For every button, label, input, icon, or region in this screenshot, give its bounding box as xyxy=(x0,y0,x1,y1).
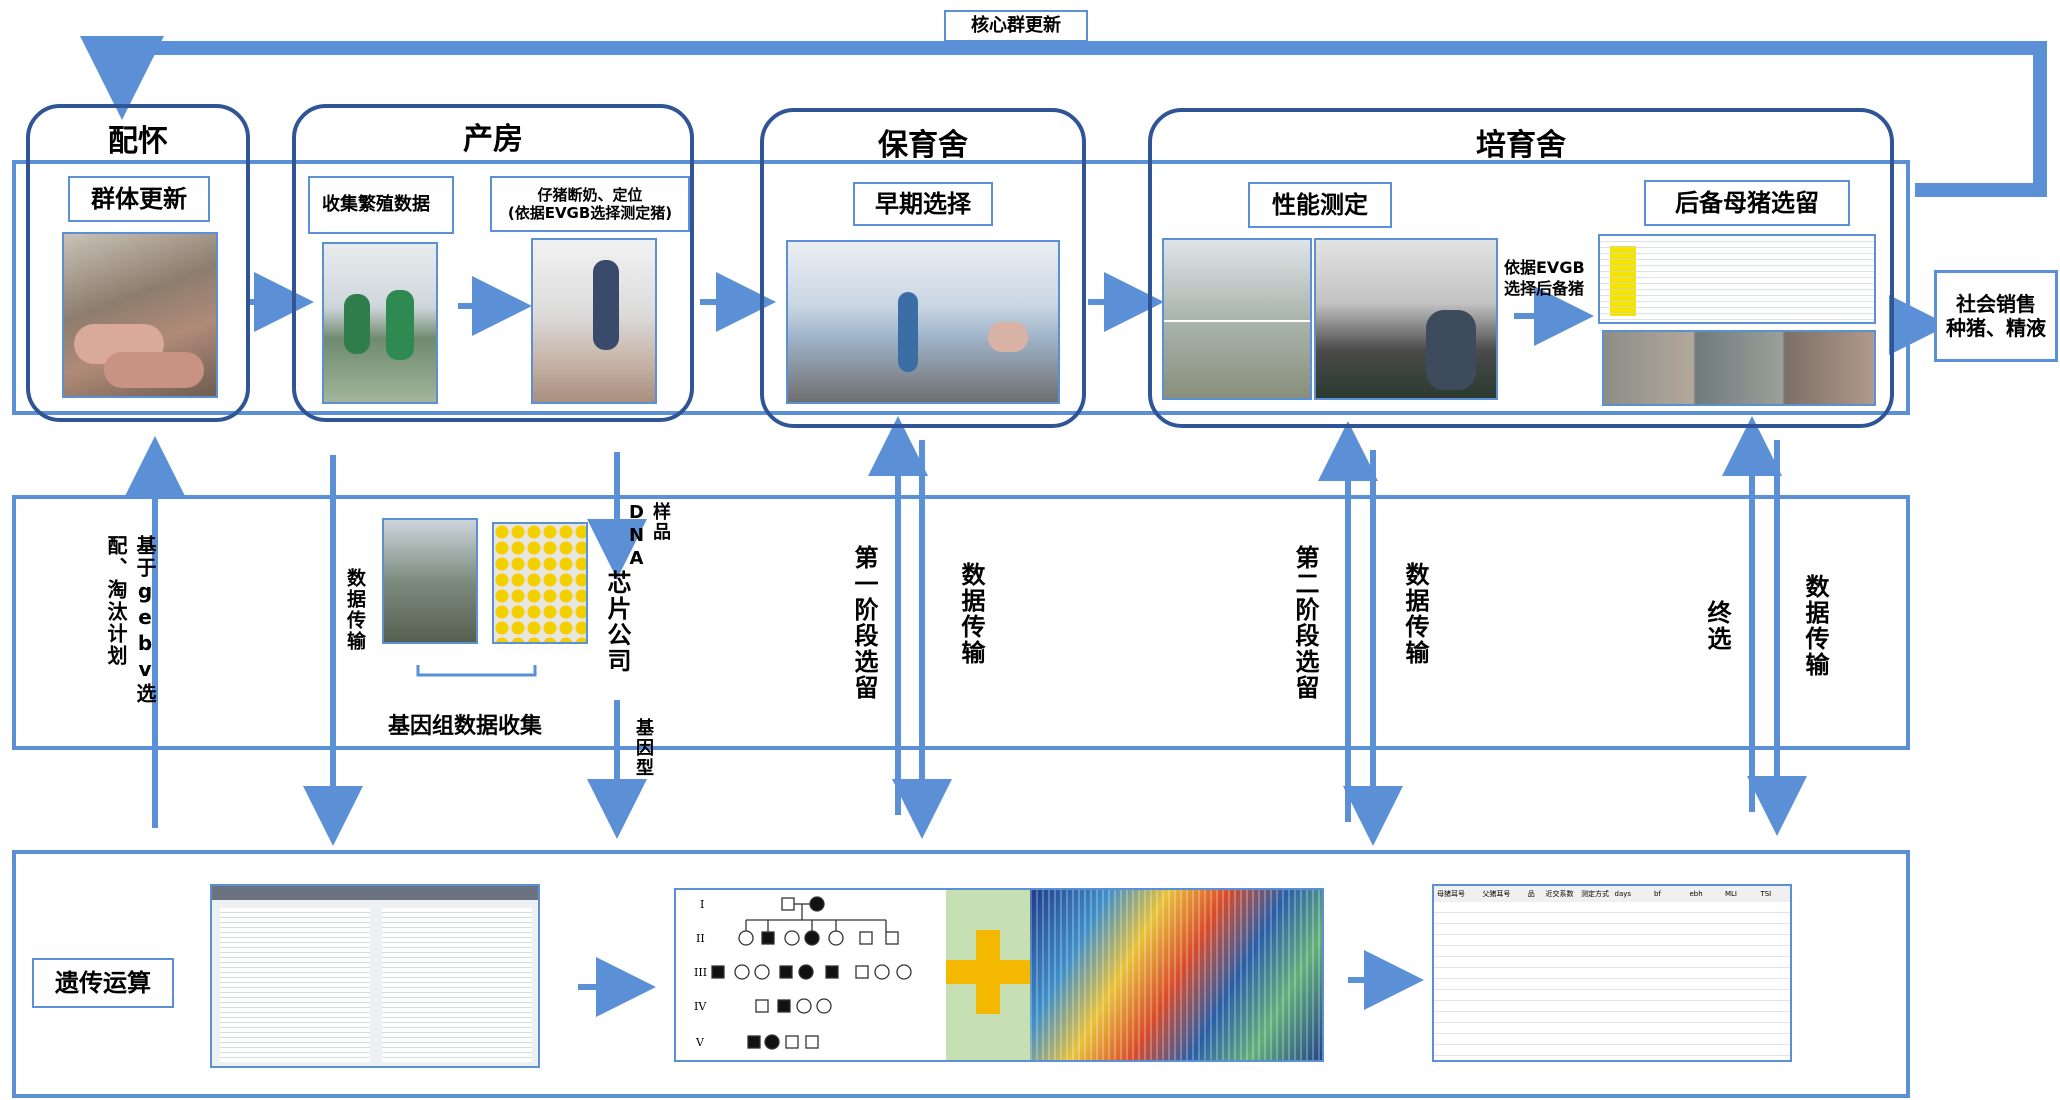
result-spreadsheet: 母猪耳号 父猪耳号 品 近交系数 测定方式 days bf ebh MLI TS… xyxy=(1432,884,1792,1062)
stage-farrowing: 产房 xyxy=(292,104,694,422)
result-col: 近交系数 xyxy=(1545,890,1574,898)
weaning-line1: 仔猪断奶、定位 xyxy=(537,186,643,204)
genotype-label: 基因型 xyxy=(633,718,654,778)
stage-farrowing-title: 产房 xyxy=(463,122,523,157)
result-header: 母猪耳号 父猪耳号 品 近交系数 测定方式 days bf ebh MLI TS… xyxy=(1434,886,1790,903)
gilt-photos xyxy=(1602,330,1876,406)
genome-heatmap xyxy=(1030,890,1322,1060)
result-col: 母猪耳号 xyxy=(1437,890,1465,898)
stage-nursery: 保育舍 xyxy=(760,108,1086,428)
breeding-data-photo xyxy=(322,242,438,404)
farm-band xyxy=(12,160,1910,415)
pedigree-genome-panel: I II III IV V xyxy=(674,888,1324,1062)
result-col: 品 xyxy=(1527,890,1535,898)
result-col: 测定方式 xyxy=(1580,890,1609,898)
gen-1: I xyxy=(700,898,704,911)
core-update-label: 核心群更新 xyxy=(944,10,1088,42)
gen-4: IV xyxy=(694,1000,707,1013)
data-transfer-label-3: 数据传输 xyxy=(1401,562,1429,666)
weaning-box: 仔猪断奶、定位 (依据EVGB选择测定猪) xyxy=(490,176,690,232)
result-col: bf xyxy=(1653,890,1661,898)
result-col: 父猪耳号 xyxy=(1482,890,1511,898)
gen-2: II xyxy=(696,932,705,945)
social-sales-line1: 社会销售 xyxy=(1956,292,2036,316)
sample-dna-label: 样品DNA xyxy=(626,502,671,571)
nursery-photo xyxy=(786,240,1060,404)
plus-icon-bar xyxy=(946,960,1030,984)
collect-breeding-box: 收集繁殖数据 xyxy=(308,176,454,234)
stage-nursery-title: 保育舍 xyxy=(878,128,968,163)
data-transfer-label-4: 数据传输 xyxy=(1801,574,1829,678)
result-col: TSI xyxy=(1760,890,1772,898)
social-sales-box: 社会销售 种猪、精液 xyxy=(1934,270,2058,362)
data-software-screenshot xyxy=(210,884,540,1068)
sampling-photo xyxy=(382,518,478,644)
result-col: MLI xyxy=(1724,890,1737,898)
data-transfer-label-2: 数据传输 xyxy=(957,562,985,666)
data-transfer-label-1: 数据传输 xyxy=(344,568,366,652)
stage1-label: 第一阶段选留 xyxy=(850,545,878,701)
final-label: 终选 xyxy=(1703,600,1731,652)
sample-tubes-photo xyxy=(492,522,588,644)
weaning-photo xyxy=(531,238,657,404)
gilt-spreadsheet xyxy=(1598,234,1876,324)
chip-company-label: 芯片公司 xyxy=(603,570,631,674)
result-col: days xyxy=(1614,890,1632,898)
stage-mating-title: 配怀 xyxy=(108,124,168,159)
gilt-select-box: 后备母猪选留 xyxy=(1644,180,1850,226)
compute-band xyxy=(12,850,1910,1098)
early-select-box: 早期选择 xyxy=(853,182,993,226)
core-update-loop-arrow xyxy=(80,36,2047,197)
pedigree-chart: I II III IV V xyxy=(694,896,912,1050)
social-sales-line2: 种猪、精液 xyxy=(1946,316,2046,340)
evgb-select-note: 依据EVGB选择后备猪 xyxy=(1504,258,1585,298)
performance-test-box: 性能测定 xyxy=(1248,182,1392,228)
genome-collect-label: 基因组数据收集 xyxy=(388,714,543,739)
stage-growing-title: 培育舍 xyxy=(1476,128,1566,163)
stage-mating: 配怀 xyxy=(26,104,250,422)
gen-3: III xyxy=(694,966,707,979)
data-band xyxy=(12,495,1910,750)
plus-bg xyxy=(946,890,1030,1060)
test-station-photo-2 xyxy=(1314,238,1498,400)
stage-growing: 培育舍 xyxy=(1148,108,1894,428)
gen-5: V xyxy=(695,1036,705,1049)
weaning-line2: (依据EVGB选择测定猪) xyxy=(507,204,673,222)
genome-bracket xyxy=(416,665,537,677)
herd-update-box: 群体更新 xyxy=(68,176,210,222)
result-col: ebh xyxy=(1689,890,1703,898)
test-station-photo-1 xyxy=(1162,238,1312,400)
gebv-plan-label: 基于gebv选配、淘汰计划 xyxy=(104,535,157,705)
genetic-calc-box: 遗传运算 xyxy=(32,958,174,1008)
result-rows xyxy=(1434,902,1790,1060)
stage2-label: 第二阶段选留 xyxy=(1291,545,1319,701)
pig-pen-photo xyxy=(62,232,218,398)
